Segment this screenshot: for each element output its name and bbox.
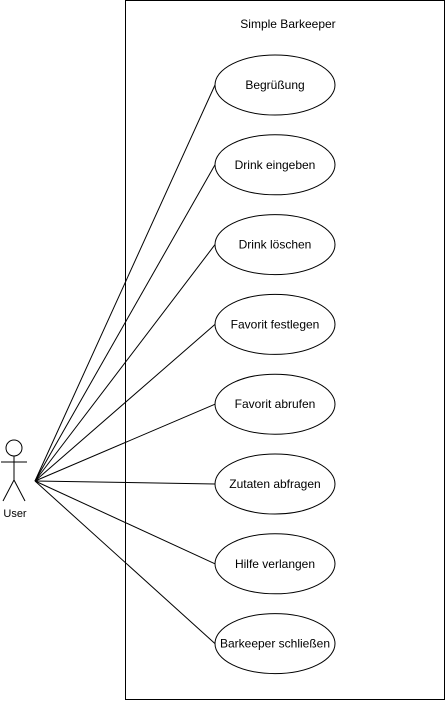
use-case-ellipse bbox=[214, 373, 336, 435]
use-case-label: Favorit abrufen bbox=[235, 397, 316, 411]
use-case-drink-loeschen: Drink löschen bbox=[214, 214, 336, 276]
association-lines bbox=[34, 84, 216, 644]
actor-left-leg bbox=[2, 479, 15, 502]
use-case-ellipse bbox=[214, 54, 336, 116]
use-case-ellipse bbox=[214, 134, 336, 196]
use-case-ellipse bbox=[214, 293, 336, 355]
use-case-ellipse bbox=[214, 453, 336, 515]
association-drink-loeschen bbox=[34, 244, 216, 482]
use-case-favorit-abrufen: Favorit abrufen bbox=[214, 373, 336, 435]
actor-right-leg bbox=[13, 479, 26, 502]
use-case-barkeeper-schliessen: Barkeeper schließen bbox=[214, 613, 336, 675]
association-favorit-abrufen bbox=[34, 403, 216, 482]
use-case-zutaten-abfragen: Zutaten abfragen bbox=[214, 453, 336, 515]
use-case-label: Barkeeper schließen bbox=[220, 637, 330, 651]
association-zutaten-abfragen bbox=[34, 480, 216, 485]
actor-head bbox=[5, 439, 23, 457]
association-barkeeper-schliessen bbox=[34, 480, 216, 644]
use-case-label: Favorit festlegen bbox=[231, 317, 320, 331]
actor-label: User bbox=[3, 508, 27, 520]
use-case-drink-eingeben: Drink eingeben bbox=[214, 134, 336, 196]
association-favorit-festlegen bbox=[34, 324, 216, 482]
use-case-label: Zutaten abfragen bbox=[229, 477, 320, 491]
use-case-ellipse bbox=[214, 214, 336, 276]
association-drink-eingeben bbox=[34, 164, 216, 482]
use-case-favorit-festlegen: Favorit festlegen bbox=[214, 293, 336, 355]
association-begruessung bbox=[34, 84, 216, 482]
use-case-begruessung: Begrüßung bbox=[214, 54, 336, 116]
use-case-ellipse bbox=[214, 533, 336, 595]
actor-user bbox=[1, 439, 27, 502]
use-case-hilfe-verlangen: Hilfe verlangen bbox=[214, 533, 336, 595]
use-case-label: Hilfe verlangen bbox=[235, 557, 315, 571]
use-case-label: Begrüßung bbox=[245, 78, 304, 92]
association-hilfe-verlangen bbox=[34, 480, 216, 565]
use-case-label: Drink eingeben bbox=[235, 158, 316, 172]
use-case-ellipse bbox=[214, 613, 336, 675]
use-case-label: Drink löschen bbox=[239, 238, 312, 252]
system-title: Simple Barkeeper bbox=[240, 17, 335, 31]
